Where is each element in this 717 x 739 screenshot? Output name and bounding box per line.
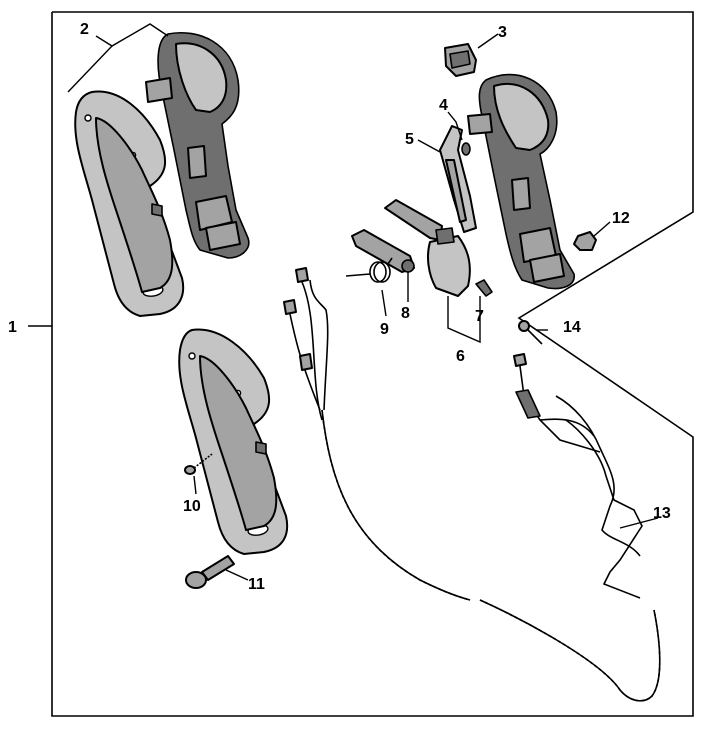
callout-1: 1	[8, 319, 17, 336]
trigger-spring-part	[475, 279, 493, 297]
callout-13: 13	[653, 505, 671, 522]
handle-housing-spare-shell	[178, 328, 289, 555]
nut-part	[573, 231, 597, 251]
callout-6: 6	[456, 348, 465, 365]
interlock-lever-part	[439, 125, 477, 233]
callout-10: 10	[183, 498, 201, 515]
callout-11: 11	[248, 576, 265, 593]
callout-2: 2	[80, 21, 89, 38]
leader-lines	[28, 23, 659, 581]
callout-7: 7	[475, 308, 484, 325]
callout-3: 3	[498, 24, 507, 41]
callout-labels: 1 2 3 4 5 6 7 8 9 10 11 12 13 14	[8, 21, 671, 593]
handle-housing-right-core	[467, 73, 575, 290]
callout-14: 14	[563, 319, 581, 336]
wire-harness-right	[479, 353, 661, 702]
small-spring-part	[461, 142, 471, 156]
wire-harness-left	[283, 267, 471, 601]
lever-part	[351, 229, 415, 273]
small-screw-part	[518, 320, 543, 345]
callout-4: 4	[439, 97, 448, 114]
callout-9: 9	[380, 321, 389, 338]
bolt-part-11	[185, 555, 235, 589]
screw-part-10	[184, 453, 213, 475]
slide-button-part	[444, 43, 477, 77]
handle-housing-left-shell	[74, 90, 185, 317]
torsion-spring-part	[345, 257, 393, 283]
diagram-frame	[51, 11, 694, 717]
callout-5: 5	[405, 131, 414, 148]
handle-housing-left-core	[145, 32, 250, 259]
callout-8: 8	[401, 305, 410, 322]
throttle-trigger-part	[384, 199, 471, 297]
callout-12: 12	[612, 210, 630, 227]
